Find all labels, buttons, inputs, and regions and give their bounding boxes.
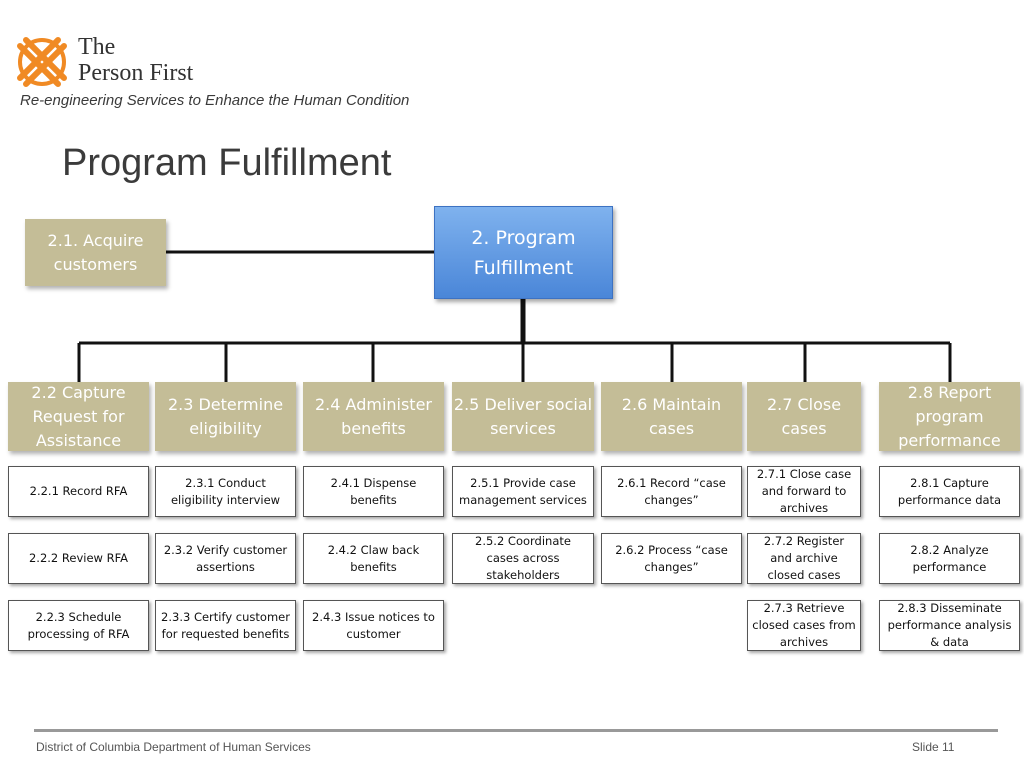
task-label: 2.6.1 Record “case changes” (617, 475, 726, 507)
task-label: 2.2.3 Schedule processing of RFA (27, 609, 130, 641)
task-box-2-8-1: 2.8.1 Capture performance data (879, 466, 1020, 517)
task-box-2-6-1: 2.6.1 Record “case changes” (601, 466, 742, 517)
task-label: 2.2.2 Review RFA (28, 551, 129, 565)
page-title: Program Fulfillment (62, 142, 392, 184)
process-label: 2.6 Maintain cases (621, 394, 722, 438)
acquire-customers-label: 2.1. Acquire customers (47, 230, 144, 274)
process-label: 2.3 Determine eligibility (167, 394, 284, 438)
task-label: 2.4.3 Issue notices to customer (312, 609, 435, 641)
task-label: 2.8.3 Disseminate performance analysis &… (887, 601, 1012, 649)
task-box-2-3-2: 2.3.2 Verify customer assertions (155, 533, 296, 584)
task-label: 2.7.1 Close case and forward to archives (756, 467, 852, 515)
program-fulfillment-label: 2. Program Fulfillment (471, 226, 576, 279)
task-box-2-5-2: 2.5.2 Coordinate cases across stakeholde… (452, 533, 594, 584)
knot-logo-icon (17, 37, 67, 87)
task-label: 2.3.3 Certify customer for requested ben… (161, 609, 290, 641)
task-box-2-7-2: 2.7.2 Register and archive closed cases (747, 533, 861, 584)
process-node-2-2: 2.2 Capture Request for Assistance (8, 382, 149, 451)
acquire-customers-node: 2.1. Acquire customers (25, 219, 166, 286)
logo-name-line1: The (78, 34, 116, 60)
task-label: 2.8.1 Capture performance data (897, 475, 1002, 507)
task-box-2-2-2: 2.2.2 Review RFA (8, 533, 149, 584)
process-node-2-6: 2.6 Maintain cases (601, 382, 742, 451)
program-fulfillment-node: 2. Program Fulfillment (434, 206, 613, 299)
task-box-2-8-2: 2.8.2 Analyze performance (879, 533, 1020, 584)
task-label: 2.4.2 Claw back benefits (327, 542, 420, 574)
process-node-2-5: 2.5 Deliver social services (452, 382, 594, 451)
process-label: 2.4 Administer benefits (315, 394, 432, 438)
task-box-2-5-1: 2.5.1 Provide case management services (452, 466, 594, 517)
logo-name-line2: Person First (78, 60, 194, 86)
footer-organization: District of Columbia Department of Human… (36, 740, 311, 754)
task-label: 2.4.1 Dispense benefits (330, 475, 417, 507)
task-box-2-8-3: 2.8.3 Disseminate performance analysis &… (879, 600, 1020, 651)
task-label: 2.3.1 Conduct eligibility interview (170, 475, 281, 507)
slide-number: Slide 11 (912, 740, 955, 754)
process-label: 2.2 Capture Request for Assistance (31, 382, 126, 450)
logo: The Person First Re-engineering Services… (12, 32, 432, 112)
process-node-2-4: 2.4 Administer benefits (303, 382, 444, 451)
task-box-2-3-3: 2.3.3 Certify customer for requested ben… (155, 600, 296, 651)
process-node-2-3: 2.3 Determine eligibility (155, 382, 296, 451)
task-box-2-7-1: 2.7.1 Close case and forward to archives (747, 466, 861, 517)
logo-name: The Person First (78, 34, 193, 86)
footer-divider (34, 729, 998, 732)
task-label: 2.5.1 Provide case management services (459, 475, 587, 507)
task-box-2-4-1: 2.4.1 Dispense benefits (303, 466, 444, 517)
task-box-2-2-3: 2.2.3 Schedule processing of RFA (8, 600, 149, 651)
task-box-2-3-1: 2.3.1 Conduct eligibility interview (155, 466, 296, 517)
process-label: 2.8 Report program performance (898, 382, 1001, 450)
task-label: 2.6.2 Process “case changes” (615, 542, 728, 574)
task-box-2-7-3: 2.7.3 Retrieve closed cases from archive… (747, 600, 861, 651)
process-node-2-8: 2.8 Report program performance (879, 382, 1020, 451)
task-box-2-4-3: 2.4.3 Issue notices to customer (303, 600, 444, 651)
task-box-2-2-1: 2.2.1 Record RFA (8, 466, 149, 517)
task-label: 2.8.2 Analyze performance (910, 542, 989, 574)
task-label: 2.3.2 Verify customer assertions (163, 542, 288, 574)
task-label: 2.2.1 Record RFA (29, 484, 128, 498)
task-box-2-4-2: 2.4.2 Claw back benefits (303, 533, 444, 584)
task-label: 2.7.3 Retrieve closed cases from archive… (752, 601, 856, 649)
task-label: 2.5.2 Coordinate cases across stakeholde… (475, 534, 571, 582)
process-node-2-7: 2.7 Close cases (747, 382, 861, 451)
process-label: 2.5 Deliver social services (453, 394, 593, 438)
process-label: 2.7 Close cases (766, 394, 842, 438)
task-box-2-6-2: 2.6.2 Process “case changes” (601, 533, 742, 584)
task-label: 2.7.2 Register and archive closed cases (763, 534, 845, 582)
logo-tagline: Re-engineering Services to Enhance the H… (20, 92, 410, 109)
